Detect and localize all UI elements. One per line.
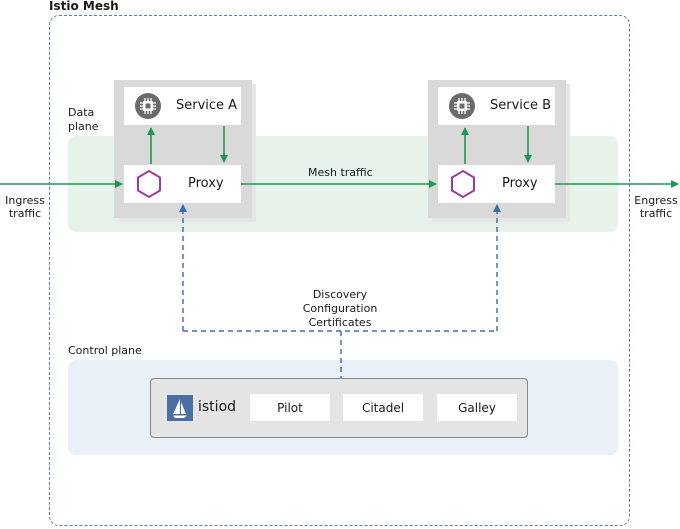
galley-component[interactable]: Galley: [437, 394, 517, 421]
chip-icon: [135, 93, 161, 119]
hexagon-icon: [134, 169, 164, 203]
egress-label: Engress traffic: [634, 194, 678, 220]
control-plane-label: Control plane: [68, 344, 142, 357]
service-a-label: Service A: [176, 98, 238, 113]
istiod-label: istiod: [198, 399, 237, 415]
mesh-traffic-label: Mesh traffic: [308, 166, 373, 179]
hexagon-icon: [448, 169, 478, 203]
chip-icon: [449, 93, 475, 119]
service-a-card[interactable]: Service A: [124, 87, 241, 125]
proxy-a-card[interactable]: Proxy: [124, 165, 241, 203]
citadel-component[interactable]: Citadel: [343, 394, 423, 421]
sail-icon: [167, 395, 193, 421]
ingress-label: Ingress traffic: [5, 194, 45, 220]
proxy-a-label: Proxy: [188, 176, 224, 191]
data-plane-label: Data plane: [68, 106, 99, 133]
mesh-title: Istio Mesh: [49, 0, 119, 13]
pilot-component[interactable]: Pilot: [250, 394, 330, 421]
service-b-label: Service B: [490, 98, 552, 113]
istio-mesh-boundary: [49, 15, 630, 526]
control-channel-label: Discovery Configuration Certificates: [290, 288, 390, 330]
proxy-b-card[interactable]: Proxy: [438, 165, 555, 203]
service-b-card[interactable]: Service B: [438, 87, 555, 125]
proxy-b-label: Proxy: [502, 176, 538, 191]
